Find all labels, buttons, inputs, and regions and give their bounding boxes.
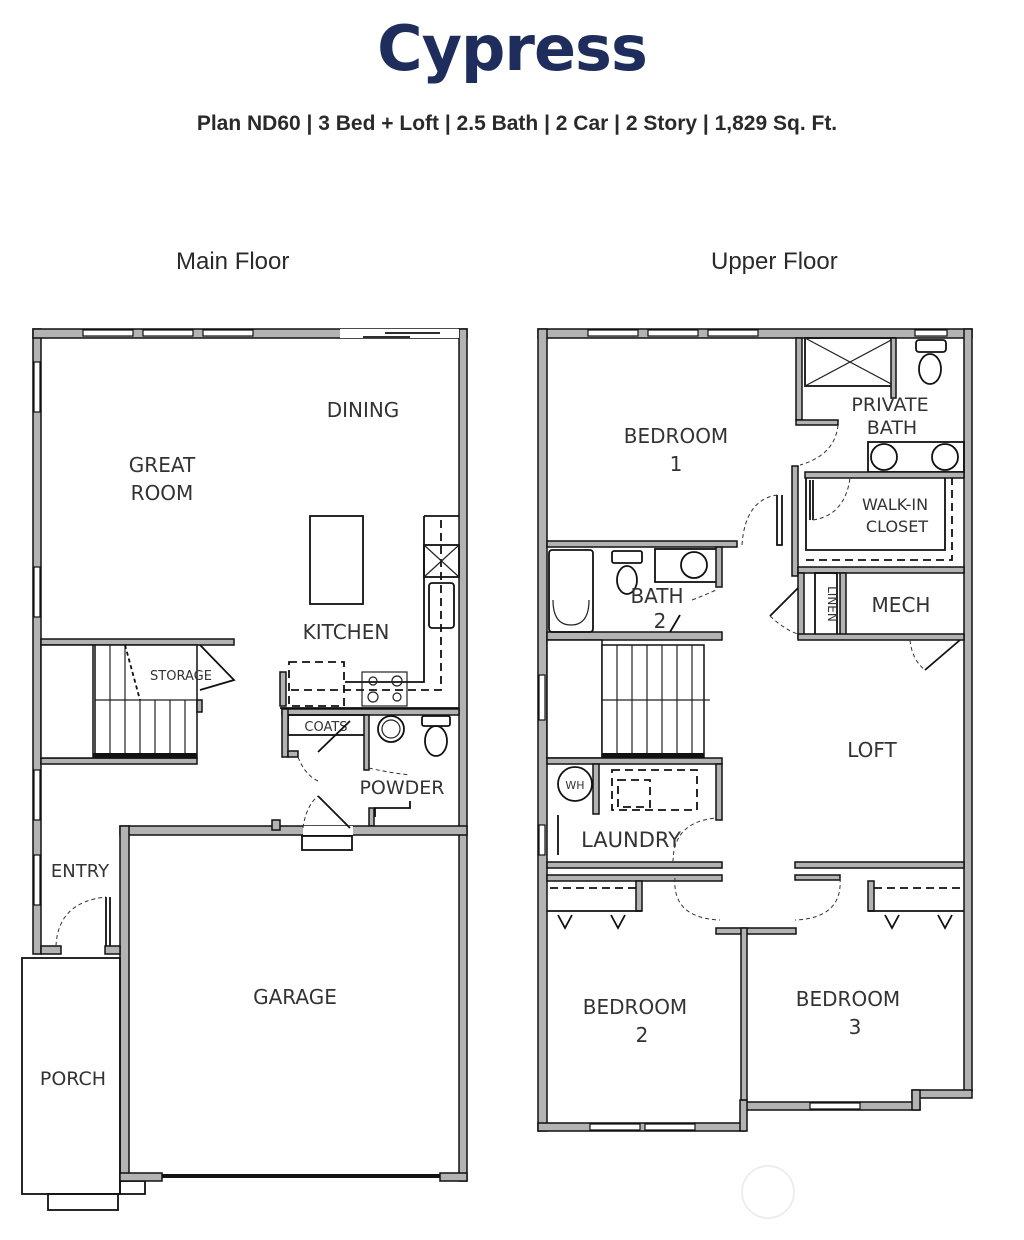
room-label-dining: DINING [327,398,400,422]
room-label-bedroom-1-num: 1 [670,452,683,476]
plan-title: Cypress [377,12,648,85]
room-label-loft: LOFT [847,738,897,762]
plan-specs: Plan ND60 | 3 Bed + Loft | 2.5 Bath | 2 … [196,112,838,135]
room-label-bath-2: BATH [630,584,683,608]
kitchen-island [309,515,364,605]
room-label-linen: LINEN [825,586,839,622]
room-label-private-bath: PRIVATE [851,394,928,416]
room-label-bedroom-3-num: 3 [849,1015,862,1039]
room-label-garage: GARAGE [253,985,337,1009]
watermark-circle [741,1165,795,1219]
room-label-storage: STORAGE [150,669,212,684]
room-label-bedroom-1: BEDROOM [624,424,728,448]
room-label-coats: COATS [304,720,347,735]
upper-floor-label: Upper Floor [711,248,838,275]
room-label-laundry: LAUNDRY [581,828,681,852]
room-label-great-room: GREAT [129,453,196,477]
room-label-water-heater: WH [565,779,584,792]
upper-floor-plan: LINEN [537,328,973,1132]
room-label-great-room-2: ROOM [131,481,194,505]
room-label-mech: MECH [872,593,931,617]
main-floor-label: Main Floor [176,248,290,275]
room-label-entry: ENTRY [51,861,110,882]
room-label-walkin-closet: WALK-IN [862,495,928,514]
room-label-porch: PORCH [40,1068,106,1090]
room-label-bedroom-2-num: 2 [636,1023,649,1047]
main-floor-plan: STORAGE COATS POWDER [21,328,468,1211]
room-label-bedroom-2: BEDROOM [583,995,687,1019]
room-label-kitchen: KITCHEN [303,620,390,644]
room-label-bath-2-num: 2 [654,609,667,633]
room-label-powder: POWDER [359,777,444,799]
room-label-bedroom-3: BEDROOM [796,987,900,1011]
room-label-walkin-closet-2: CLOSET [866,517,928,536]
room-label-private-bath-2: BATH [867,417,917,439]
wall-east [458,328,468,1182]
